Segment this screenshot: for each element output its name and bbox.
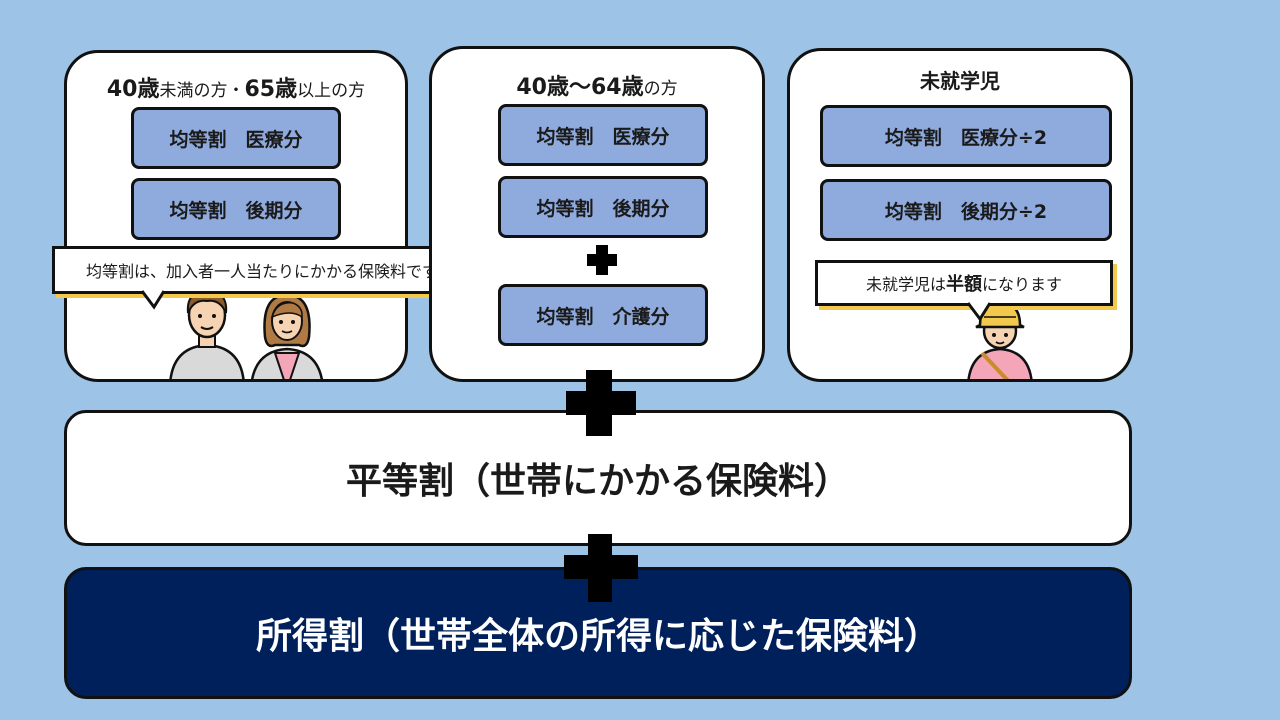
pill-medical: 均等割 医療分 <box>498 104 708 166</box>
speech-bubble-per-capita: 均等割は、加入者一人当たりにかかる保険料です <box>52 246 472 294</box>
pill-medical: 均等割 医療分 <box>131 107 341 169</box>
panel-under40-over65: 40歳未満の方・65歳以上の方 均等割 医療分 均等割 後期分 <box>64 50 408 382</box>
plus-icon-large-2-h <box>564 555 638 579</box>
speech-bubble-tail <box>140 290 166 310</box>
panel-title-under40-over65: 40歳未満の方・65歳以上の方 <box>106 77 366 102</box>
speech-bubble-half-price: 未就学児は半額になります <box>815 260 1113 306</box>
plus-icon-small-h <box>587 254 617 266</box>
pill-medical-half: 均等割 医療分÷2 <box>820 105 1112 167</box>
panel-title-preschool: 未就学児 <box>920 69 1000 93</box>
man-illustration <box>169 289 245 379</box>
panel-40-to-64: 40歳～64歳の方 均等割 医療分 均等割 後期分 均等割 介護分 <box>429 46 765 382</box>
pill-latter-stage: 均等割 後期分 <box>131 178 341 240</box>
pill-latter-stage-half: 均等割 後期分÷2 <box>820 179 1112 241</box>
pill-latter-stage: 均等割 後期分 <box>498 176 708 238</box>
plus-icon-large-1-h <box>566 391 636 415</box>
pill-nursing-care: 均等割 介護分 <box>498 284 708 346</box>
panel-preschool: 未就学児 均等割 医療分÷2 均等割 後期分÷2 <box>787 48 1133 382</box>
panel-title-40-to-64: 40歳～64歳の方 <box>516 75 678 100</box>
speech-bubble-tail <box>966 302 992 322</box>
woman-illustration <box>251 293 323 379</box>
